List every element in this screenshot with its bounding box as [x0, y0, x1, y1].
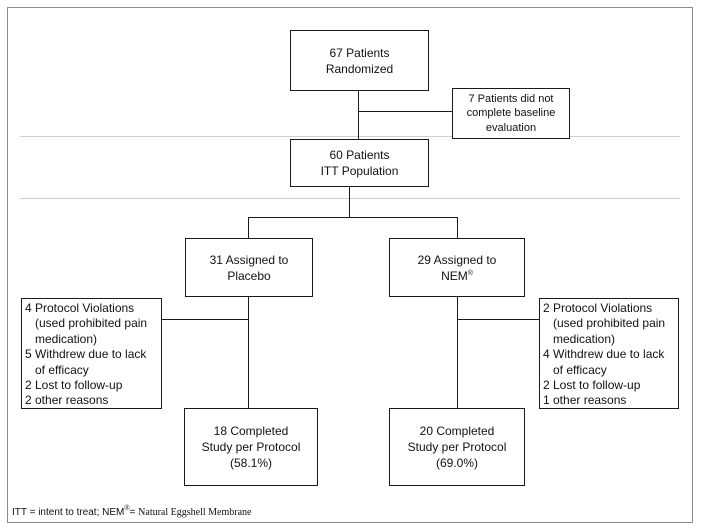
placebo-dropout-line: of efficacy: [35, 362, 89, 377]
connector-placebo-dropouts: [162, 319, 248, 320]
connector-split: [248, 217, 458, 218]
connector-randomized-itt: [358, 91, 359, 139]
nem-dropout-line: 2 Lost to follow-up: [543, 378, 641, 393]
placebo-line-1: 31 Assigned to: [209, 252, 289, 267]
placebo-dropout-line: (used prohibited pain: [35, 316, 148, 331]
nem-dropout-line: of efficacy: [553, 362, 607, 377]
abbreviation-footnote: ITT = intent to treat; NEM®= Natural Egg…: [12, 505, 252, 518]
itt-line-2: ITT Population: [320, 164, 399, 178]
diagram-frame: [7, 7, 693, 523]
connector-to-nem: [457, 217, 458, 238]
separator-line: [20, 198, 680, 199]
footnote-abbrev: ITT = intent to treat; NEM: [12, 507, 125, 518]
placebo-completed-line-2: Study per Protocol: [201, 440, 301, 454]
placebo-dropout-line: 4 Protocol Violations: [25, 301, 135, 315]
nem-completed-line-1: 20 Completed: [419, 424, 495, 438]
placebo-line-2: Placebo: [227, 268, 271, 283]
nem-completed-box: 20 Completed Study per Protocol (69.0%): [389, 408, 525, 486]
randomized-line-2: Randomized: [325, 61, 394, 76]
excluded-line-1: 7 Patients did not: [468, 92, 554, 105]
placebo-completed-line-1: 18 Completed: [213, 424, 289, 438]
placebo-completed-percent: (58.1%): [229, 456, 273, 470]
connector-nem-dropouts: [457, 319, 539, 320]
placebo-arm-box: 31 Assigned to Placebo: [185, 238, 313, 297]
nem-completed-percent: (69.0%): [435, 456, 479, 470]
nem-dropout-line: medication): [553, 331, 616, 346]
itt-line-1: 60 Patients: [329, 148, 390, 162]
excluded-line-3: evaluation: [485, 121, 537, 134]
nem-line-2: NEM®: [441, 268, 473, 284]
randomized-line-1: 67 Patients: [329, 45, 390, 60]
connector-to-placebo: [248, 217, 249, 238]
registered-mark: ®: [467, 269, 473, 277]
nem-label: NEM: [441, 268, 468, 283]
nem-dropouts-box: 2 Protocol Violations (used prohibited p…: [539, 298, 679, 409]
connector-itt-down: [349, 187, 350, 218]
nem-dropout-line: 4 Withdrew due to lack: [543, 347, 665, 362]
footnote-definition: Natural Eggshell Membrane: [138, 507, 252, 518]
nem-line-1: 29 Assigned to: [417, 252, 497, 267]
connector-placebo-completed: [248, 297, 249, 408]
nem-dropout-line: 2 Protocol Violations: [543, 301, 653, 315]
excluded-box: 7 Patients did not complete baseline eva…: [452, 88, 570, 139]
placebo-dropout-line: 2 other reasons: [25, 393, 109, 408]
excluded-line-2: complete baseline: [466, 107, 556, 120]
itt-population-box: 60 Patients ITT Population: [290, 139, 429, 187]
nem-dropout-line: (used prohibited pain: [553, 316, 666, 331]
connector-excluded: [358, 111, 452, 112]
nem-completed-line-2: Study per Protocol: [407, 440, 507, 454]
placebo-dropout-line: medication): [35, 331, 98, 346]
placebo-dropout-line: 2 Lost to follow-up: [25, 378, 123, 393]
nem-arm-box: 29 Assigned to NEM®: [389, 238, 525, 297]
nem-dropout-line: 1 other reasons: [543, 393, 627, 408]
connector-nem-completed: [457, 297, 458, 408]
placebo-dropout-line: 5 Withdrew due to lack: [25, 347, 147, 362]
placebo-completed-box: 18 Completed Study per Protocol (58.1%): [184, 408, 318, 486]
footnote-equals: =: [129, 507, 139, 518]
randomized-box: 67 Patients Randomized: [290, 30, 429, 91]
placebo-dropouts-box: 4 Protocol Violations (used prohibited p…: [21, 298, 162, 409]
footnote-registered-mark: ®: [124, 505, 130, 512]
separator-line: [20, 136, 680, 137]
